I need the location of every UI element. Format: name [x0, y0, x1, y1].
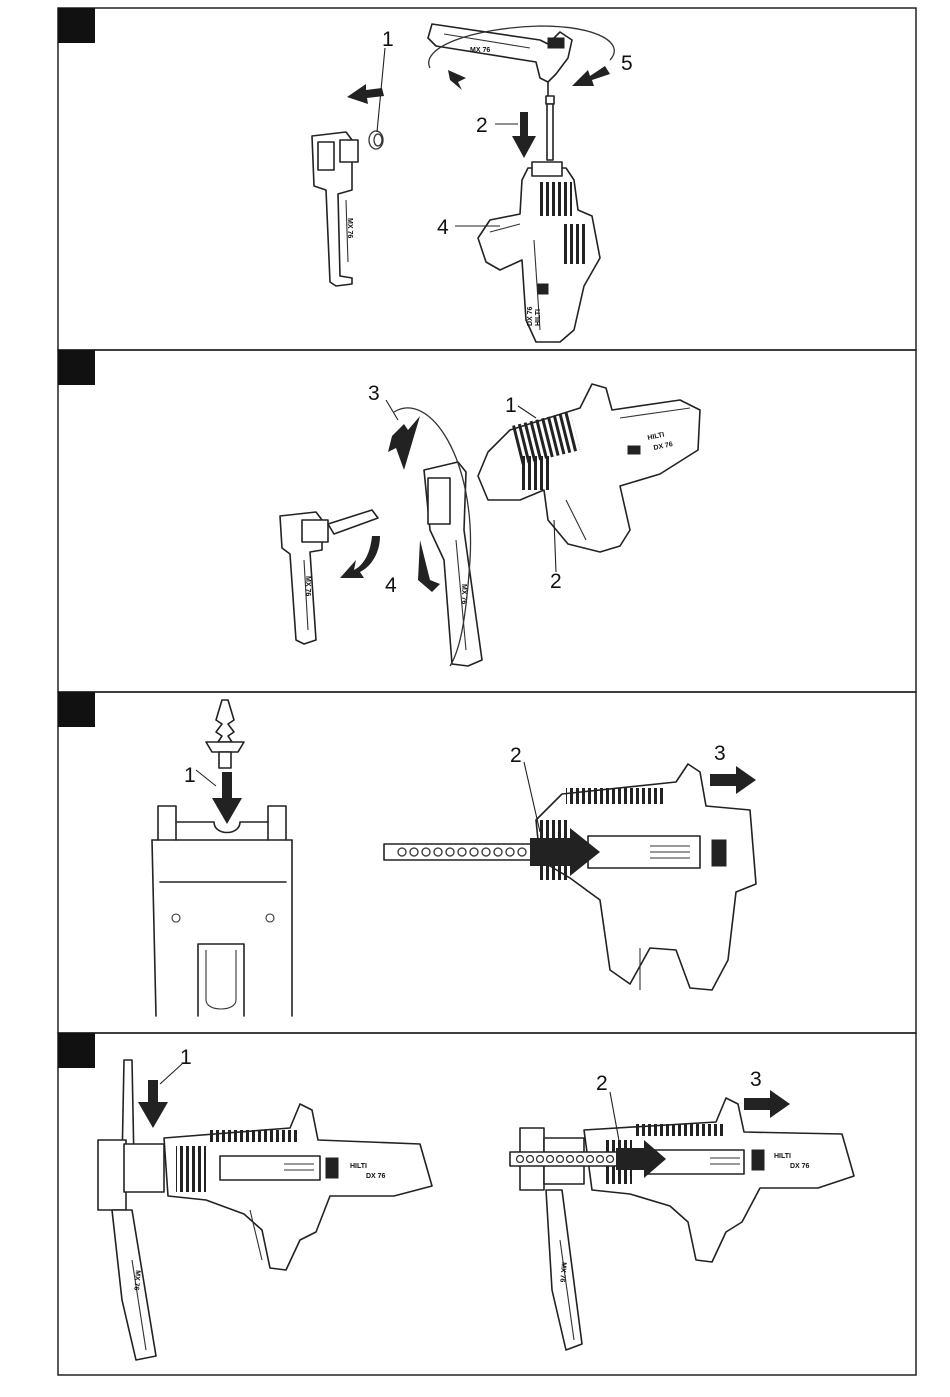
panel-4-tag-2: DX 76: [366, 1173, 386, 1180]
panel-1-callout-1: 1: [382, 28, 394, 51]
fastening-tool-vertical: HILTI DX 76: [478, 162, 600, 342]
tool-with-magazine-right: MX 76 HILTI DX 76: [520, 1098, 854, 1350]
guide-top: MX 76: [428, 24, 572, 96]
panel-4: MX 76 HILTI DX 76 1 MX 76: [58, 1033, 916, 1375]
arrow-right-small-icon-4: [744, 1090, 790, 1118]
panel-3-callout-3: 3: [714, 742, 726, 765]
panel-3-step-marker: [58, 692, 95, 727]
panel-4-tag-4: HILTI: [774, 1153, 791, 1160]
arrow-down-icon: [512, 112, 536, 158]
panel-1-tag-1: MX 76: [346, 218, 353, 238]
fastener-strip-4: [510, 1152, 620, 1166]
arrow-down-icon-3: [212, 772, 242, 824]
panel-4-callout-2: 2: [596, 1072, 608, 1095]
panel-1-tag-2: MX 76: [470, 47, 490, 54]
panel-1-callout-2: 2: [476, 114, 488, 137]
panel-1-tag-4: DX 76: [527, 306, 534, 326]
panel-2-callout-1: 1: [505, 394, 517, 417]
fastener-strip: [384, 844, 534, 860]
panel-1-callout-4: 4: [437, 216, 449, 239]
panel-1-callout-5: 5: [621, 52, 633, 75]
magazine-removed: MX 76: [312, 132, 358, 286]
arrow-left-icon: [347, 84, 384, 104]
panel-3-callout-1: 1: [184, 764, 196, 787]
panel-2: HILTI DX 76 MX 76 MX 76 3 1 4 2: [58, 350, 916, 692]
panel-1-tag-3: HILTI: [535, 309, 542, 326]
panel-4-tag-1: HILTI: [350, 1163, 367, 1170]
magazine-front-view: [152, 806, 292, 1016]
panel-2-tag-4: MX 76: [304, 576, 311, 596]
panel-2-callout-2: 2: [550, 570, 562, 593]
panel-4-step-marker: [58, 1033, 95, 1068]
panel-4-tag-5: DX 76: [790, 1163, 810, 1170]
arrow-curve-down-icon: [340, 536, 380, 578]
spring-ring: [369, 131, 383, 149]
tool-side-closeup: [536, 764, 756, 990]
panel-3-callout-2: 2: [510, 744, 522, 767]
arrow-right-small-icon: [710, 766, 756, 794]
panel-2-callout-4: 4: [385, 574, 397, 597]
panel-4-frame: [58, 1033, 916, 1375]
panel-4-callout-3: 3: [750, 1068, 762, 1091]
arrow-rotate-icon: [572, 66, 610, 86]
panel-3: 1 2 3: [58, 692, 916, 1033]
magazine-attached: MX 76: [424, 462, 482, 666]
piston-rod: [546, 96, 554, 160]
panel-2-frame: [58, 350, 916, 692]
panel-1-frame: [58, 8, 916, 350]
panel-1-step-marker: [58, 8, 95, 43]
panel-4-callout-1: 1: [180, 1046, 192, 1069]
arrow-rotate-down-icon: [388, 416, 420, 470]
panel-1: MX 76 MX 76: [58, 8, 916, 350]
arrow-down-icon-4: [138, 1080, 168, 1128]
fastener-nail: [206, 700, 244, 768]
panel-3-frame: [58, 692, 916, 1033]
panel-2-step-marker: [58, 350, 95, 385]
panel-2-callout-3: 3: [368, 382, 380, 405]
